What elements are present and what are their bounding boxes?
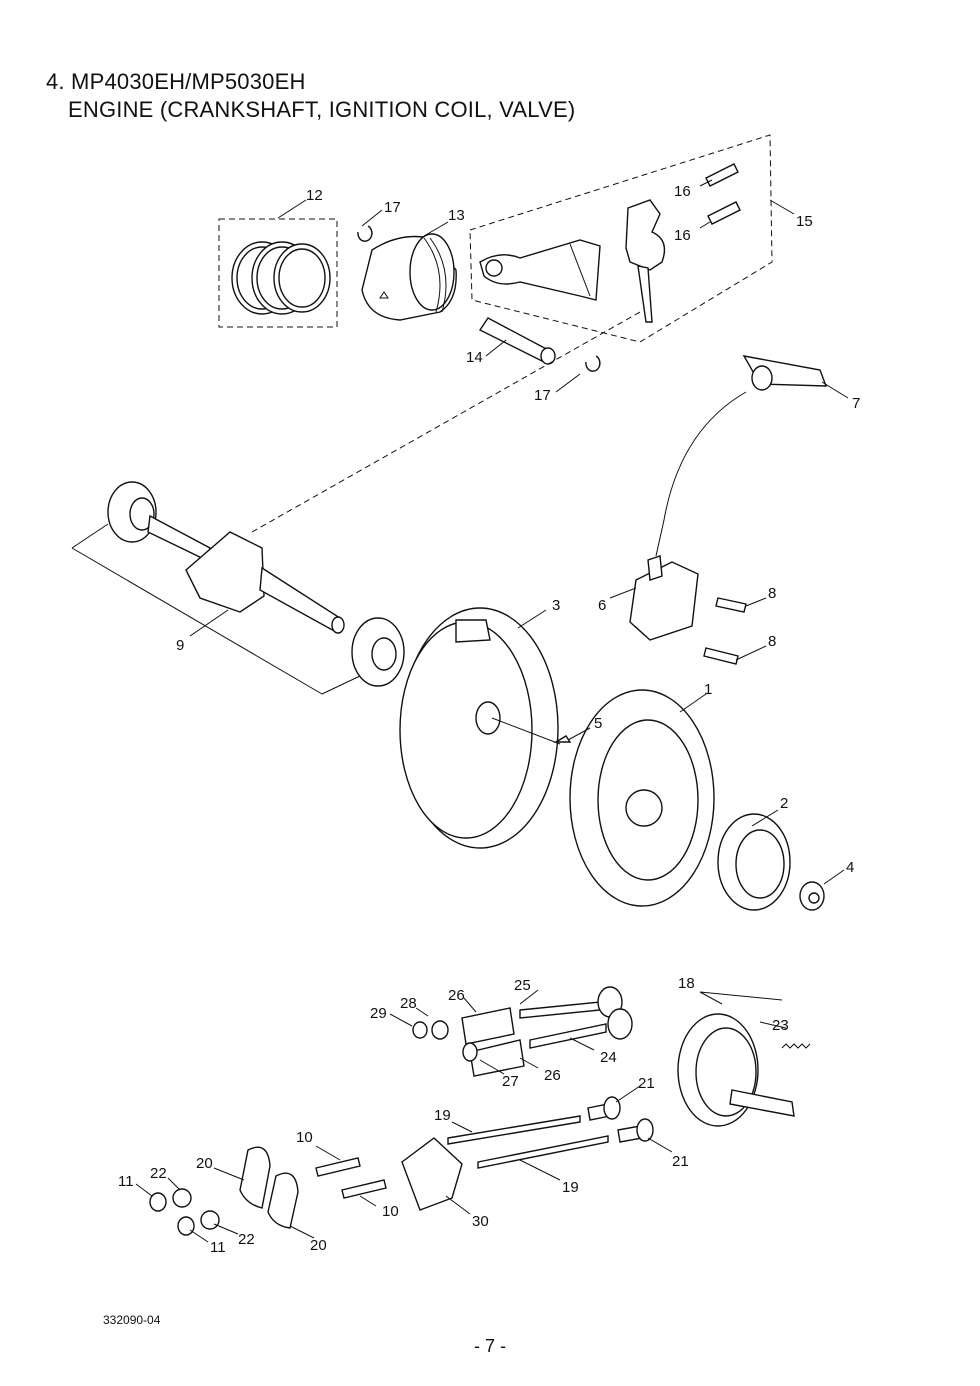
callout-1: 1 xyxy=(704,681,712,698)
valve-parts xyxy=(412,986,633,1077)
callout-10-top: 10 xyxy=(296,1129,313,1146)
callout-9: 9 xyxy=(176,637,184,654)
ignition-coil xyxy=(629,555,699,641)
title-line-1: 4. MP4030EH/MP5030EH xyxy=(46,69,306,94)
leader-lines xyxy=(135,179,849,1243)
decompressor-spring xyxy=(781,1043,811,1049)
flywheel xyxy=(569,689,715,907)
callout-4: 4 xyxy=(846,859,854,876)
callout-24: 24 xyxy=(600,1049,617,1066)
camshaft xyxy=(677,1013,795,1127)
callout-6: 6 xyxy=(598,597,606,614)
tappets xyxy=(587,1096,654,1143)
callout-26-bottom: 26 xyxy=(544,1067,561,1084)
push-rod-guide xyxy=(401,1137,463,1211)
page-number: - 7 - xyxy=(473,1336,506,1356)
callout-11-bottom: 11 xyxy=(210,1239,226,1256)
rocker-nuts-and-pivots xyxy=(149,1188,220,1236)
callout-11-top: 11 xyxy=(118,1173,134,1190)
callout-17-bottom: 17 xyxy=(534,387,551,404)
callout-17-top: 17 xyxy=(384,199,401,216)
crank-axis-line xyxy=(491,717,561,745)
callout-12: 12 xyxy=(306,187,323,204)
flywheel-nut xyxy=(799,881,825,911)
coil-bolts xyxy=(703,597,747,665)
callout-20-bottom: 20 xyxy=(310,1237,327,1254)
spark-plug-cap xyxy=(742,355,828,391)
callout-29: 29 xyxy=(370,1005,387,1022)
callout-19-bottom: 19 xyxy=(562,1179,579,1196)
ring-set-box xyxy=(218,218,338,328)
callout-10-bottom: 10 xyxy=(382,1203,399,1220)
rod-bolts xyxy=(705,163,741,225)
rocker-arms xyxy=(239,1146,299,1229)
callout-7: 7 xyxy=(852,395,860,412)
rocker-studs xyxy=(315,1157,387,1199)
crank-gear-top xyxy=(107,481,157,543)
callout-20-top: 20 xyxy=(196,1155,213,1172)
callout-2: 2 xyxy=(780,795,788,812)
hv-lead xyxy=(655,391,747,557)
callout-14: 14 xyxy=(466,349,483,366)
callout-13: 13 xyxy=(448,207,465,224)
callout-5: 5 xyxy=(594,715,602,732)
callout-22-bottom: 22 xyxy=(238,1231,255,1248)
camshaft-bracket xyxy=(699,991,783,1005)
callout-22-top: 22 xyxy=(150,1165,167,1182)
conrod-box xyxy=(469,134,773,343)
callout-25: 25 xyxy=(514,977,531,994)
callout-23: 23 xyxy=(772,1017,789,1034)
callout-16-bottom: 16 xyxy=(674,227,691,244)
piston-pin xyxy=(478,317,556,365)
callout-18: 18 xyxy=(678,975,695,992)
title-line-2: ENGINE (CRANKSHAFT, IGNITION COIL, VALVE… xyxy=(68,97,576,122)
page-title: 4. MP4030EH/MP5030EH ENGINE (CRANKSHAFT,… xyxy=(46,68,575,124)
flywheel-key xyxy=(553,735,572,743)
callout-labels: 1 2 3 4 5 6 7 8 8 9 10 10 11 11 12 13 14… xyxy=(118,183,860,1256)
connecting-rod xyxy=(479,239,601,301)
callout-27: 27 xyxy=(502,1073,519,1090)
piston-ring-set xyxy=(231,241,331,315)
crank-gear-bottom xyxy=(351,617,405,687)
callout-15: 15 xyxy=(796,213,813,230)
document-code: 332090-04 xyxy=(103,1313,161,1327)
callout-21-bottom: 21 xyxy=(672,1153,689,1170)
circlip-bottom xyxy=(585,355,601,372)
callout-19-top: 19 xyxy=(434,1107,451,1124)
fan-housing xyxy=(399,607,559,849)
callout-8-bottom: 8 xyxy=(768,633,776,650)
circlip-top xyxy=(357,225,373,242)
rod-cap xyxy=(625,199,666,323)
callout-16-top: 16 xyxy=(674,183,691,200)
crankshaft-bracket xyxy=(71,523,361,695)
callout-3: 3 xyxy=(552,597,560,614)
callout-21-top: 21 xyxy=(638,1075,655,1092)
callout-26-top: 26 xyxy=(448,987,465,1004)
piston xyxy=(361,233,457,321)
callout-8-top: 8 xyxy=(768,585,776,602)
push-rods xyxy=(447,1115,609,1169)
crankshaft xyxy=(147,514,345,634)
rod-to-crank-guide xyxy=(251,311,641,533)
callout-30: 30 xyxy=(472,1213,489,1230)
starter-pulley xyxy=(717,813,791,911)
callout-28: 28 xyxy=(400,995,417,1012)
